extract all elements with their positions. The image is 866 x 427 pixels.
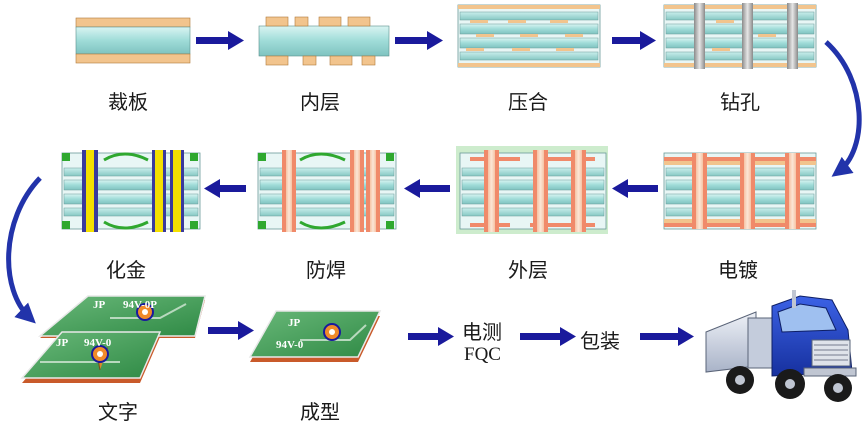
step-label-silkscreen: 文字 <box>98 400 138 424</box>
gold-finish-figure <box>61 150 201 232</box>
curved-arrow-icon <box>824 40 862 177</box>
lamination-figure <box>457 4 601 68</box>
step-label-cut: 裁板 <box>108 90 148 114</box>
right-arrow-icon <box>196 31 244 50</box>
step-label-fqc: FQC <box>464 344 501 365</box>
right-arrow-icon <box>612 31 656 50</box>
step-label-lamination: 压合 <box>508 90 548 114</box>
board-mark: 94V-0 <box>276 339 304 351</box>
curved-arrow-icon <box>6 176 42 324</box>
right-arrow-icon <box>640 327 694 346</box>
step-label-packing: 包装 <box>580 329 620 353</box>
step-label-inner-layer: 内层 <box>300 90 340 114</box>
step-label-drilling: 钻孔 <box>720 90 760 114</box>
step-label-plating: 电镀 <box>718 258 758 282</box>
solder-mask-figure <box>257 150 397 232</box>
step-label-gold-finish: 化金 <box>106 258 146 282</box>
routed-board-figure: JP 94V-0 <box>248 310 382 362</box>
step-label-solder-mask: 防焊 <box>306 258 346 282</box>
inner-layer-figure <box>258 16 390 66</box>
board-mark: JP <box>56 337 69 349</box>
drilling-figure <box>663 3 817 69</box>
left-arrow-icon <box>204 179 246 198</box>
right-arrow-icon <box>208 321 254 340</box>
truck-icon <box>705 290 857 402</box>
plating-figure <box>663 152 817 230</box>
left-arrow-icon <box>612 179 658 198</box>
board-mark: 94V-0 <box>84 337 112 349</box>
silkscreen-boards-figure: JP 94V-0P JP 94V-0 <box>20 295 206 383</box>
board-mark: 94V-0P <box>123 299 157 311</box>
step-label-routing: 成型 <box>300 400 340 424</box>
board-mark: JP <box>93 299 106 311</box>
right-arrow-icon <box>395 31 443 50</box>
cut-board-figure <box>75 17 191 64</box>
board-mark: JP <box>288 317 301 329</box>
step-label-etest: 电测 <box>462 320 502 344</box>
left-arrow-icon <box>404 179 450 198</box>
right-arrow-icon <box>408 327 454 346</box>
outer-layer-figure <box>456 146 608 234</box>
right-arrow-icon <box>520 327 576 346</box>
step-label-outer-layer: 外层 <box>508 258 548 282</box>
